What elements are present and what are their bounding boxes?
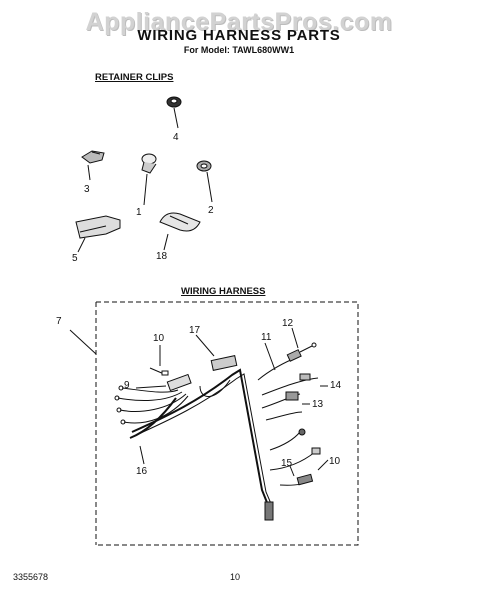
callout-9: 9 — [124, 380, 130, 391]
callout-1: 1 — [136, 207, 142, 218]
retainer-clip-2 — [196, 160, 213, 203]
callout-17: 17 — [189, 325, 201, 336]
document-number: 3355678 — [13, 572, 49, 582]
callout-4: 4 — [173, 132, 179, 143]
callout-10-top: 10 — [153, 333, 165, 344]
page-number: 10 — [230, 572, 241, 582]
retainer-clip-5 — [75, 215, 121, 253]
callout-15: 15 — [281, 458, 293, 469]
callout-11: 11 — [261, 332, 272, 343]
callout-5: 5 — [72, 253, 78, 264]
model-line: For Model: TAWL680WW1 — [183, 45, 295, 55]
wiring-harness-heading: WIRING HARNESS — [181, 286, 266, 297]
wiring-harness — [114, 327, 329, 521]
retainer-clip-4 — [166, 96, 182, 129]
retainer-clip-1 — [141, 153, 157, 206]
retainer-clip-3 — [81, 150, 105, 181]
callout-12: 12 — [282, 318, 294, 329]
retainer-clips-heading: RETAINER CLIPS — [95, 72, 174, 83]
callout-2: 2 — [208, 205, 214, 216]
page-title: WIRING HARNESS PARTS — [137, 27, 341, 44]
callout-18: 18 — [156, 251, 168, 262]
retainer-clip-18 — [159, 212, 201, 251]
callout-7: 7 — [56, 316, 62, 327]
callout-13: 13 — [312, 399, 324, 410]
callout-10-bottom: 10 — [329, 456, 341, 467]
callout-14: 14 — [330, 380, 342, 391]
callout-3: 3 — [84, 184, 90, 195]
callout-16: 16 — [136, 466, 148, 477]
watermark: AppliancePartsPros.com — [85, 8, 393, 36]
